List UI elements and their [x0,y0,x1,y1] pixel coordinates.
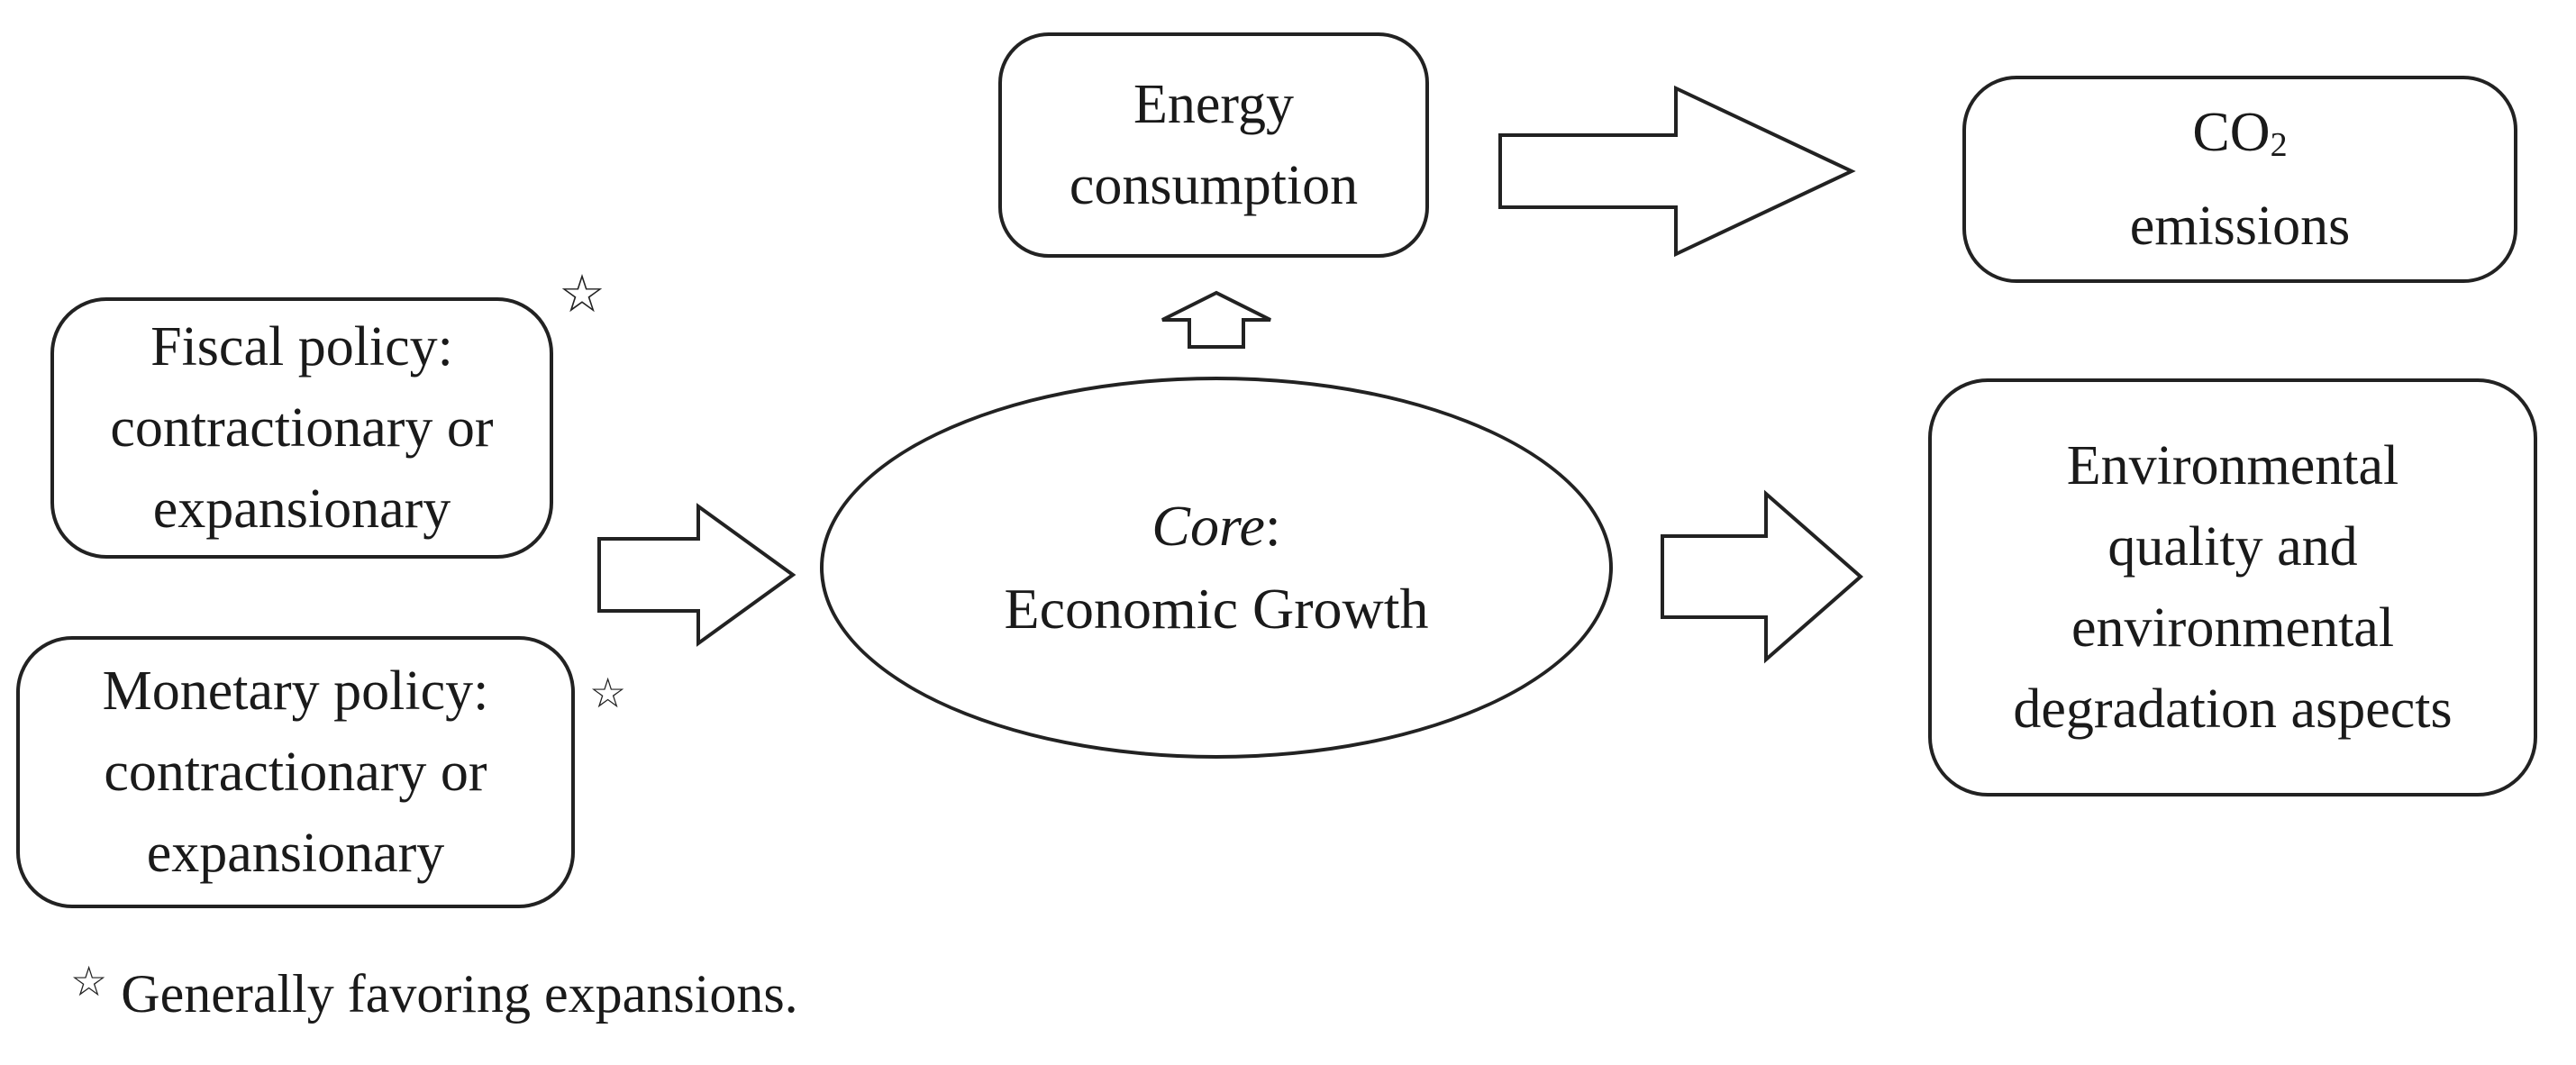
environment-line4: degradation aspects [2013,678,2453,740]
fiscal-policy-line2: contractionary or [110,397,494,459]
arrow-core-to-environment [1661,489,1864,664]
fiscal-policy-line3: expansionary [152,478,451,540]
environment-box: Environmental quality and environmental … [1928,378,2537,796]
core-title: Core: [1151,485,1280,568]
monetary-policy-line1: Monetary policy: [102,660,489,722]
environment-line3: environmental [2071,597,2395,659]
co2-emissions-box: CO2 emissions [1962,76,2517,283]
footnote: ☆ Generally favoring expansions. [70,957,798,1025]
energy-consumption-box: Energy consumption [998,32,1429,258]
core-colon: : [1264,494,1281,558]
co2-line2: emissions [2129,196,2351,257]
arrow-core-to-energy [1161,290,1271,349]
core-prefix: Core [1151,494,1265,558]
co2-subscript: 2 [2270,126,2288,164]
core-economic-growth-ellipse: Core: Economic Growth [820,377,1613,759]
environment-line1: Environmental [2066,435,2399,496]
fiscal-policy-line1: Fiscal policy: [150,316,453,378]
energy-line1: Energy [1133,74,1294,135]
energy-line2: consumption [1069,155,1359,216]
environment-line2: quality and [2107,516,2358,578]
fiscal-star-icon: ☆ [559,263,605,324]
monetary-policy-line3: expansionary [146,823,445,884]
monetary-star-icon: ☆ [589,669,627,717]
footnote-star-icon: ☆ [70,957,108,1006]
fiscal-policy-box: Fiscal policy: contractionary or expansi… [50,297,553,559]
monetary-policy-box: Monetary policy: contractionary or expan… [16,636,575,908]
core-label: Economic Growth [1004,577,1429,641]
arrow-energy-to-co2 [1498,85,1856,258]
co2-main: CO [2192,102,2271,163]
arrow-policies-to-core [597,503,796,647]
footnote-text: Generally favoring expansions. [121,964,798,1024]
monetary-policy-line2: contractionary or [104,742,487,803]
co2-line1: CO2 [2192,92,2287,186]
